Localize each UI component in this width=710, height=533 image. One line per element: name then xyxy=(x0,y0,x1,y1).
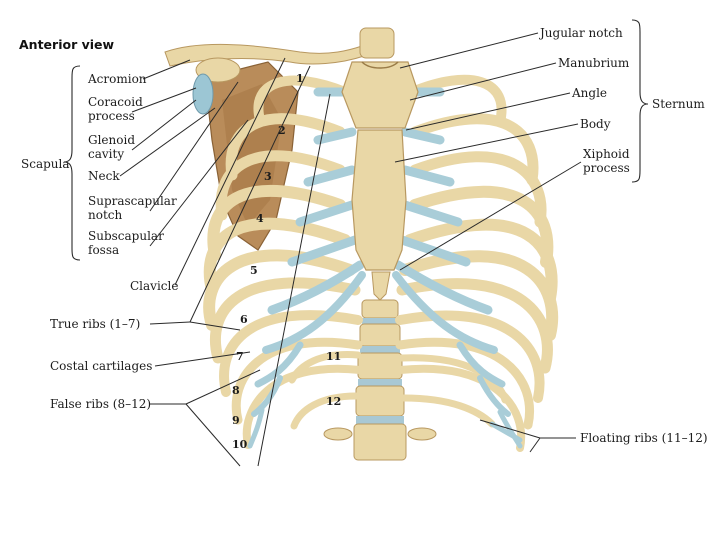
jugular-notch-shape xyxy=(361,61,399,69)
label-coracoid-line2: process xyxy=(88,109,135,123)
label-clavicle: Clavicle xyxy=(130,279,178,293)
label-true-ribs: True ribs (1–7) xyxy=(50,317,140,331)
rib-number-4: 4 xyxy=(256,212,264,225)
scapula-group-label: Scapula xyxy=(21,157,70,171)
rib-number-9: 9 xyxy=(232,414,240,427)
label-xiphoid-line1: Xiphoid xyxy=(583,147,630,161)
rib-number-8: 8 xyxy=(232,384,240,397)
cartilages-right xyxy=(392,87,523,449)
label-angle: Angle xyxy=(571,86,607,100)
ribs-right xyxy=(395,74,559,452)
rib-number-7: 7 xyxy=(236,350,244,363)
rib-numbers: 1 2 3 4 5 6 7 8 9 10 11 12 xyxy=(232,72,341,451)
label-suprascapular-line2: notch xyxy=(88,208,122,222)
label-costal-cartilages: Costal cartilages xyxy=(50,359,152,373)
scapula-brace xyxy=(63,65,81,261)
label-jugular-notch: Jugular notch xyxy=(538,26,623,40)
rib-number-12: 12 xyxy=(326,395,341,408)
label-acromion: Acromion xyxy=(87,72,147,86)
label-floating-ribs: Floating ribs (11–12) xyxy=(580,431,708,445)
thorax-illustration xyxy=(164,27,559,461)
label-subscapular-line2: fossa xyxy=(88,243,119,257)
label-suprascapular-line1: Suprascapular xyxy=(88,194,177,208)
label-xiphoid-line2: process xyxy=(583,161,630,175)
rib-number-6: 6 xyxy=(240,313,248,326)
label-false-ribs: False ribs (8–12) xyxy=(50,397,151,411)
rib-number-11: 11 xyxy=(326,350,341,363)
sternum-bone xyxy=(341,61,419,301)
sternum-group-label: Sternum xyxy=(652,97,705,111)
sternal-body-bone xyxy=(351,129,407,271)
label-glenoid-line2: cavity xyxy=(88,147,124,161)
leader-lines xyxy=(119,32,582,467)
rib-number-5: 5 xyxy=(250,264,258,277)
label-glenoid-line1: Glenoid xyxy=(88,133,135,147)
rib-number-3: 3 xyxy=(264,170,272,183)
rib-number-1: 1 xyxy=(296,72,304,85)
rib-number-10: 10 xyxy=(232,438,248,451)
rib-number-2: 2 xyxy=(278,124,286,137)
xiphoid-bone xyxy=(371,271,391,301)
sternum-brace xyxy=(631,19,649,183)
view-title: Anterior view xyxy=(19,37,114,52)
vertebral-column xyxy=(323,27,437,461)
label-neck: Neck xyxy=(88,169,120,183)
glenoid-cavity-shape xyxy=(192,73,214,115)
label-body: Body xyxy=(580,117,611,131)
label-coracoid-line1: Coracoid xyxy=(88,95,143,109)
label-manubrium: Manubrium xyxy=(558,56,630,70)
label-subscapular-line1: Subscapular xyxy=(88,229,164,243)
manubrium-bone xyxy=(341,61,419,129)
cartilages-left xyxy=(247,87,366,449)
